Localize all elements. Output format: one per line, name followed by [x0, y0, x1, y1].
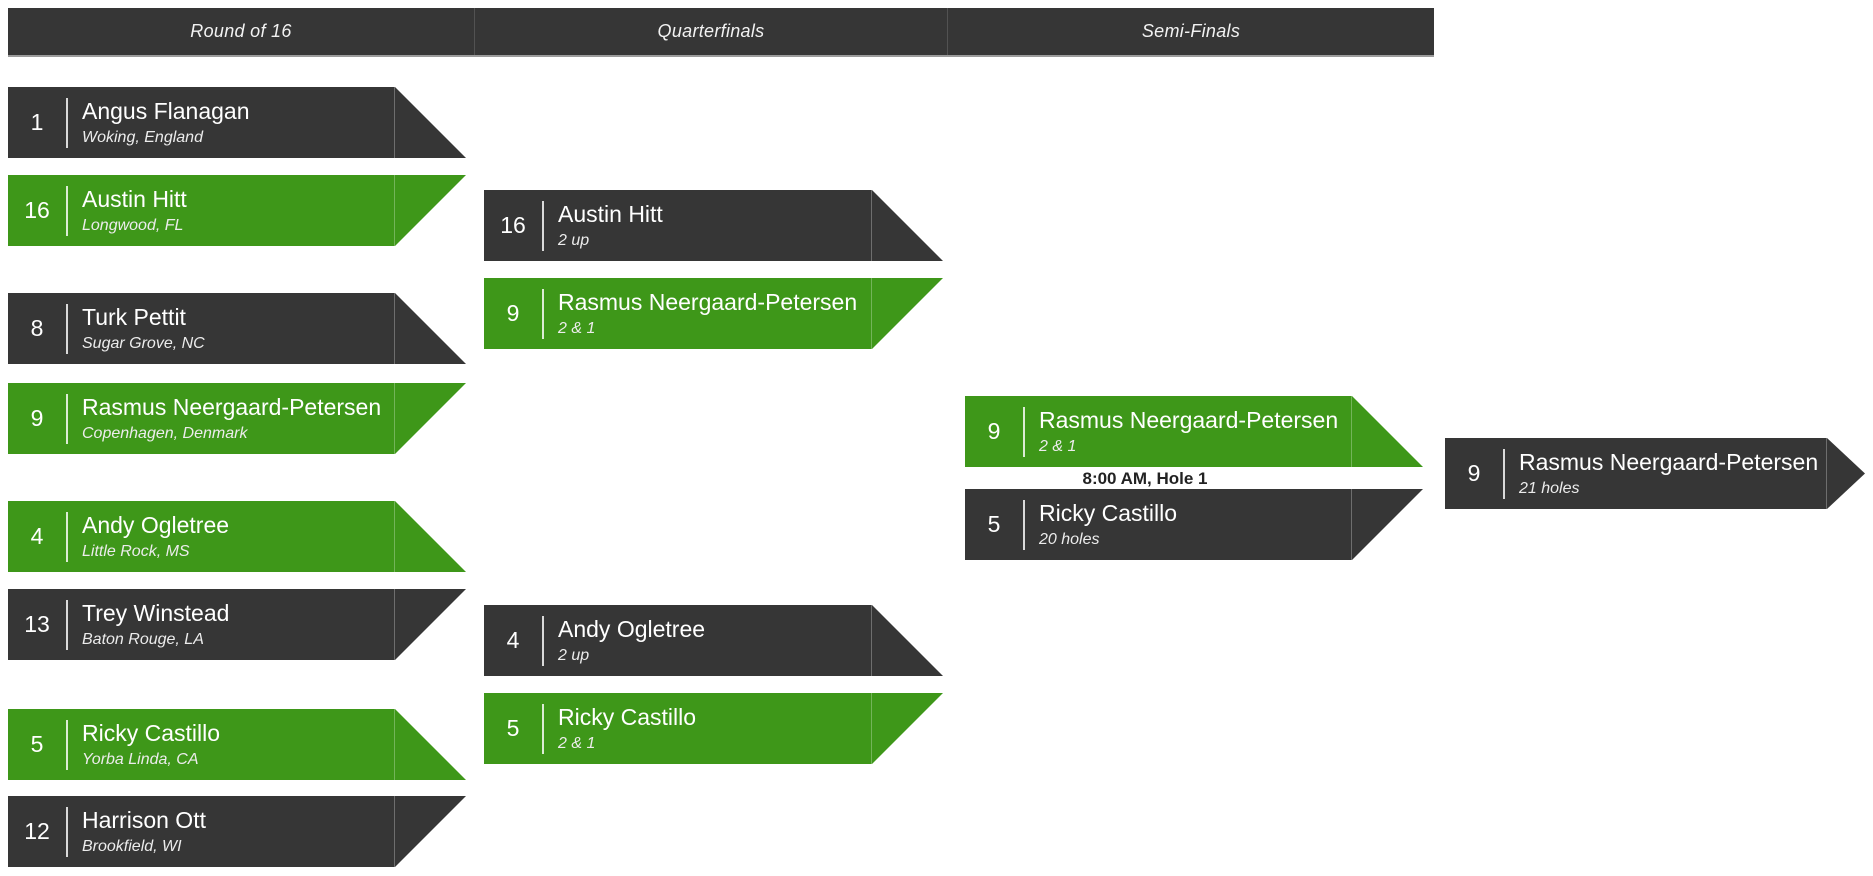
tip-divider: [1826, 438, 1827, 509]
card-qf-austin-hitt[interactable]: 16 Austin Hitt 2 up: [484, 190, 943, 261]
seed-number: 5: [30, 731, 44, 757]
seed-divider: [1023, 407, 1025, 457]
card-r16-turk-pettit[interactable]: 8 Turk Pettit Sugar Grove, NC: [8, 293, 466, 364]
match-result: 21 holes: [1519, 480, 1580, 498]
seed-divider: [1023, 500, 1025, 550]
card-r16-ricky-castillo[interactable]: 5 Ricky Castillo Yorba Linda, CA: [8, 709, 466, 780]
player-location: Brookfield, WI: [82, 838, 182, 856]
seed-number: 9: [987, 418, 1001, 444]
card-r16-rasmus-neergaard-petersen[interactable]: 9 Rasmus Neergaard-Petersen Copenhagen, …: [8, 383, 466, 454]
player-name: Rasmus Neergaard-Petersen: [558, 288, 858, 315]
seed-number: 5: [987, 511, 1001, 537]
tip-divider: [394, 175, 395, 246]
seed-divider: [66, 720, 68, 770]
card-r16-harrison-ott[interactable]: 12 Harrison Ott Brookfield, WI: [8, 796, 466, 867]
player-name: Andy Ogletree: [558, 615, 706, 642]
player-name: Austin Hitt: [82, 185, 187, 212]
seed-number: 9: [506, 300, 520, 326]
player-name: Andy Ogletree: [82, 511, 230, 538]
card-r16-trey-winstead[interactable]: 13 Trey Winstead Baton Rouge, LA: [8, 589, 466, 660]
round-header-bar: Round of 16 Quarterfinals Semi-Finals: [8, 8, 1434, 57]
match-result: 2 & 1: [558, 320, 596, 338]
player-name: Ricky Castillo: [558, 703, 697, 730]
match-result: 2 & 1: [558, 735, 596, 753]
player-name: Ricky Castillo: [1039, 499, 1178, 526]
seed-number: 5: [506, 715, 520, 741]
final-match-tee-time: 8:00 AM, Hole 1: [1082, 469, 1208, 488]
seed-divider: [66, 394, 68, 444]
seed-divider: [66, 512, 68, 562]
player-name: Rasmus Neergaard-Petersen: [82, 393, 382, 420]
player-location: Longwood, FL: [82, 217, 184, 235]
tip-divider: [871, 190, 872, 261]
round-header-quarterfinals: Quarterfinals: [474, 8, 947, 55]
card-qf-andy-ogletree[interactable]: 4 Andy Ogletree 2 up: [484, 605, 943, 676]
player-name: Rasmus Neergaard-Petersen: [1039, 406, 1339, 433]
player-location: Sugar Grove, NC: [82, 335, 205, 353]
seed-number: 8: [30, 315, 44, 341]
seed-number: 1: [30, 109, 44, 135]
seed-number: 4: [30, 523, 44, 549]
player-location: Woking, England: [82, 129, 203, 147]
player-name: Harrison Ott: [82, 806, 206, 833]
card-qf-rasmus-neergaard-petersen[interactable]: 9 Rasmus Neergaard-Petersen 2 & 1: [484, 278, 943, 349]
seed-number: 12: [24, 818, 50, 844]
match-result: 2 up: [558, 232, 590, 250]
tip-divider: [394, 796, 395, 867]
match-result: 2 up: [558, 647, 590, 665]
player-location: Baton Rouge, LA: [82, 631, 204, 649]
seed-divider: [66, 600, 68, 650]
card-qf-ricky-castillo[interactable]: 5 Ricky Castillo 2 & 1: [484, 693, 943, 764]
tip-divider: [871, 278, 872, 349]
seed-divider: [66, 304, 68, 354]
player-location: Copenhagen, Denmark: [82, 425, 248, 443]
card-r16-andy-ogletree[interactable]: 4 Andy Ogletree Little Rock, MS: [8, 501, 466, 572]
seed-divider: [1503, 449, 1505, 499]
tip-divider: [394, 501, 395, 572]
player-name: Trey Winstead: [82, 599, 230, 626]
tip-divider: [394, 589, 395, 660]
card-final-rasmus-neergaard-petersen[interactable]: 9 Rasmus Neergaard-Petersen 21 holes: [1445, 438, 1865, 509]
card-r16-austin-hitt[interactable]: 16 Austin Hitt Longwood, FL: [8, 175, 466, 246]
player-name: Rasmus Neergaard-Petersen: [1519, 448, 1819, 475]
card-sf-ricky-castillo[interactable]: 5 Ricky Castillo 20 holes: [965, 489, 1423, 560]
player-location: Yorba Linda, CA: [82, 751, 199, 769]
round-header-semi-finals: Semi-Finals: [947, 8, 1434, 55]
player-name: Ricky Castillo: [82, 719, 221, 746]
tip-divider: [394, 383, 395, 454]
round-header-round-of-16: Round of 16: [190, 21, 292, 41]
seed-number: 4: [506, 627, 520, 653]
card-r16-angus-flanagan[interactable]: 1 Angus Flanagan Woking, England: [8, 87, 466, 158]
match-result: 2 & 1: [1039, 438, 1077, 456]
player-name: Angus Flanagan: [82, 97, 250, 124]
seed-divider: [66, 186, 68, 236]
tip-divider: [871, 693, 872, 764]
seed-number: 9: [1467, 460, 1481, 486]
tip-divider: [1351, 396, 1352, 467]
match-result: 20 holes: [1039, 531, 1100, 549]
tip-divider: [1351, 489, 1352, 560]
player-location: Little Rock, MS: [82, 543, 190, 561]
seed-number: 16: [24, 197, 50, 223]
seed-number: 9: [30, 405, 44, 431]
seed-number: 16: [500, 212, 526, 238]
seed-divider: [542, 704, 544, 754]
seed-divider: [66, 98, 68, 148]
tip-divider: [394, 709, 395, 780]
tip-divider: [394, 293, 395, 364]
seed-divider: [542, 289, 544, 339]
seed-divider: [542, 201, 544, 251]
seed-divider: [66, 807, 68, 857]
seed-number: 13: [24, 611, 50, 637]
player-name: Austin Hitt: [558, 200, 663, 227]
tip-divider: [871, 605, 872, 676]
player-name: Turk Pettit: [82, 303, 186, 330]
card-sf-rasmus-neergaard-petersen[interactable]: 9 Rasmus Neergaard-Petersen 2 & 1: [965, 396, 1423, 467]
tip-divider: [394, 87, 395, 158]
seed-divider: [542, 616, 544, 666]
